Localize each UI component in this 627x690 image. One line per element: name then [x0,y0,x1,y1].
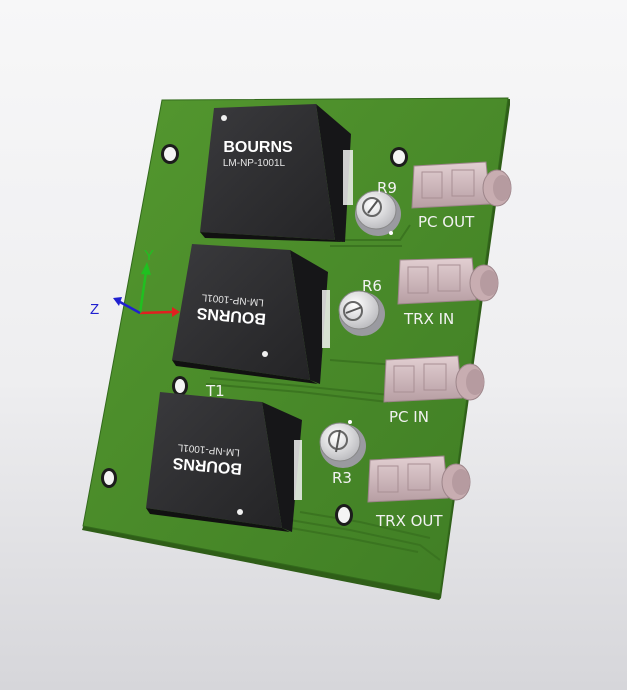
transformer-part-number: LM-NP-1001L [223,158,286,169]
trimmer-potentiometer-icon[interactable] [355,190,401,236]
audio-jack-icon[interactable] [383,355,485,403]
x-axis [139,310,173,315]
z-axis [119,300,141,315]
transformer-part-number: LM-NP-1001L [177,441,240,457]
jack-label: TRX IN [403,310,454,328]
transformer-icon[interactable]: BOURNS LM-NP-1001L [146,392,302,532]
pcb-traces [205,224,441,561]
audio-jack-icon[interactable] [397,257,499,305]
transformer-icon[interactable]: BOURNS LM-NP-1001L [200,104,353,242]
transformer-icon[interactable]: BOURNS LM-NP-1001L [172,244,330,384]
z-axis-label: Z [90,301,99,318]
transformer-designator: T1 [205,382,225,400]
transformer-brand: BOURNS [196,304,267,327]
trimmer-potentiometer-icon[interactable] [319,420,366,468]
potentiometer-designator: R3 [332,469,352,487]
mounting-hole-icon [335,504,353,526]
mounting-hole-icon [390,147,408,167]
jack-label: PC OUT [418,213,475,231]
jack-label: PC IN [389,408,429,426]
mounting-hole-icon [161,144,179,164]
potentiometer-designator: R6 [362,277,382,295]
transformer-brand: BOURNS [172,454,243,477]
trimmer-potentiometer-icon[interactable] [338,290,385,336]
y-axis-label: Y [144,247,154,264]
transformer-brand: BOURNS [223,139,293,156]
potentiometer-designator: R9 [377,179,397,197]
audio-jack-icon[interactable] [367,455,471,503]
axis-triad: Y Z [90,247,180,318]
mounting-hole-icon [172,376,188,396]
transformer-part-number: LM-NP-1001L [201,291,264,307]
audio-jack-icon[interactable] [411,161,512,209]
jack-label: TRX OUT [375,512,443,530]
mounting-hole-icon [101,468,117,488]
y-axis [138,271,148,314]
